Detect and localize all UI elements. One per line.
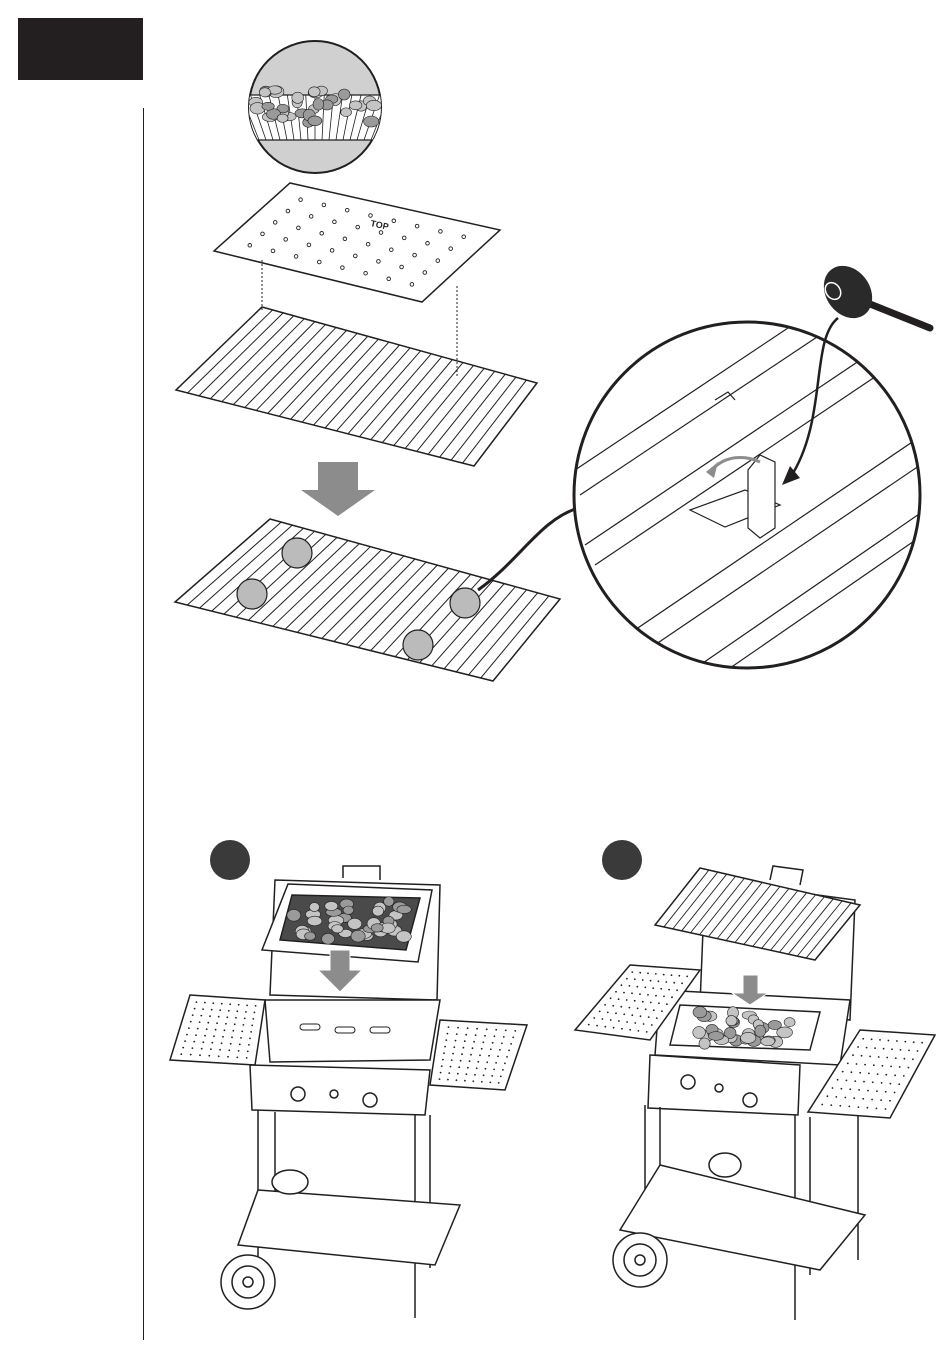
step-marker-1 — [210, 840, 250, 880]
step-marker-2 — [602, 840, 642, 880]
down-arrow-icon — [301, 462, 375, 516]
grill-step-1-illustration — [170, 866, 527, 1318]
lava-stone-detail-circle — [232, 41, 398, 173]
tab-detail-circle — [237, 579, 267, 609]
tab-bend-zoom-circle — [574, 320, 935, 675]
cooking-grate-upper — [176, 307, 537, 466]
grill-step-2-illustration — [575, 866, 935, 1320]
cooking-grate-assembled — [175, 508, 578, 681]
tab-detail-circle — [403, 630, 433, 660]
cooking-plate: TOP — [214, 183, 500, 378]
tab-detail-circle — [282, 538, 312, 568]
tab-detail-circle — [450, 588, 480, 618]
